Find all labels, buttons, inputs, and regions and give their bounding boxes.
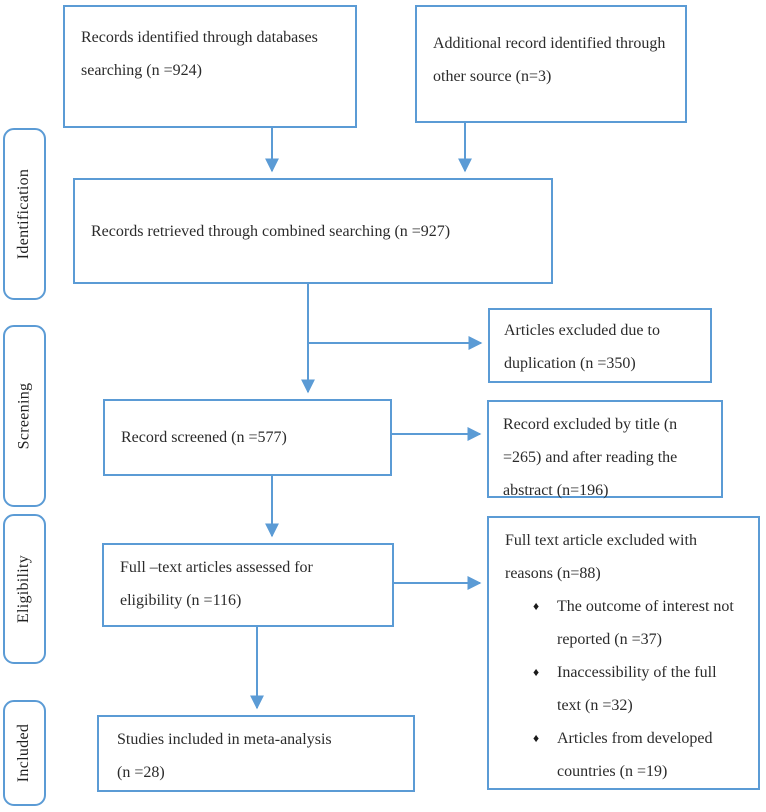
box-records-screened-text: Record screened (n =577) — [121, 429, 287, 446]
box-fulltext-assessed-text: Full –text articles assessed for eligibi… — [120, 559, 313, 609]
box-articles-excluded-duplication: Articles excluded due to duplication (n … — [488, 308, 712, 383]
box-articles-excluded-duplication-text: Articles excluded due to duplication (n … — [504, 322, 660, 372]
box-records-combined-searching: Records retrieved through combined searc… — [73, 178, 553, 284]
box-records-excluded-title-abstract-text: Record excluded by title (n =265) and af… — [503, 416, 678, 499]
diamond-bullet-icon: ♦ — [533, 731, 540, 745]
diamond-bullet-icon: ♦ — [533, 599, 540, 613]
box-records-identified-databases: Records identified through databases sea… — [63, 5, 357, 128]
exclusion-reasons-list: ♦ The outcome of interest not reported (… — [505, 590, 744, 788]
box-additional-records-other-source-text: Additional record identified through oth… — [433, 35, 666, 85]
stage-label-included-text: Included — [15, 723, 33, 783]
stage-label-eligibility-text: Eligibility — [15, 554, 33, 624]
box-records-excluded-title-abstract: Record excluded by title (n =265) and af… — [487, 400, 723, 499]
stage-label-eligibility: Eligibility — [3, 514, 46, 664]
stage-label-screening-text: Screening — [15, 382, 33, 450]
box-records-combined-searching-text: Records retrieved through combined searc… — [91, 222, 451, 240]
exclusion-reason-text: Articles from developed countries (n =19… — [557, 730, 713, 780]
stage-label-identification: Identification — [3, 128, 46, 300]
box-additional-records-other-source: Additional record identified through oth… — [415, 5, 687, 123]
box-studies-included-meta-analysis: Studies included in meta-analysis (n =28… — [97, 715, 415, 792]
diamond-bullet-icon: ♦ — [533, 665, 540, 679]
exclusion-reason-text: Inaccessibility of the full text (n =32) — [557, 664, 717, 714]
stage-label-screening: Screening — [3, 325, 46, 507]
list-item: ♦ Articles from developed countries (n =… — [533, 722, 744, 788]
box-records-identified-databases-text: Records identified through databases sea… — [81, 29, 318, 79]
stage-label-included: Included — [3, 700, 46, 806]
list-item: ♦ The outcome of interest not reported (… — [533, 590, 744, 656]
exclusion-reason-text: The outcome of interest not reported (n … — [557, 598, 734, 648]
box-fulltext-excluded-reasons: Full text article excluded with reasons … — [487, 516, 760, 790]
box-studies-included-line2: (n =28) — [117, 764, 165, 781]
stage-label-identification-text: Identification — [15, 168, 33, 260]
list-item: ♦ Inaccessibility of the full text (n =3… — [533, 656, 744, 722]
box-fulltext-excluded-reasons-heading: Full text article excluded with reasons … — [505, 532, 697, 582]
box-studies-included-line1: Studies included in meta-analysis — [117, 731, 332, 748]
box-fulltext-assessed: Full –text articles assessed for eligibi… — [102, 543, 394, 627]
box-records-screened: Record screened (n =577) — [103, 399, 392, 476]
